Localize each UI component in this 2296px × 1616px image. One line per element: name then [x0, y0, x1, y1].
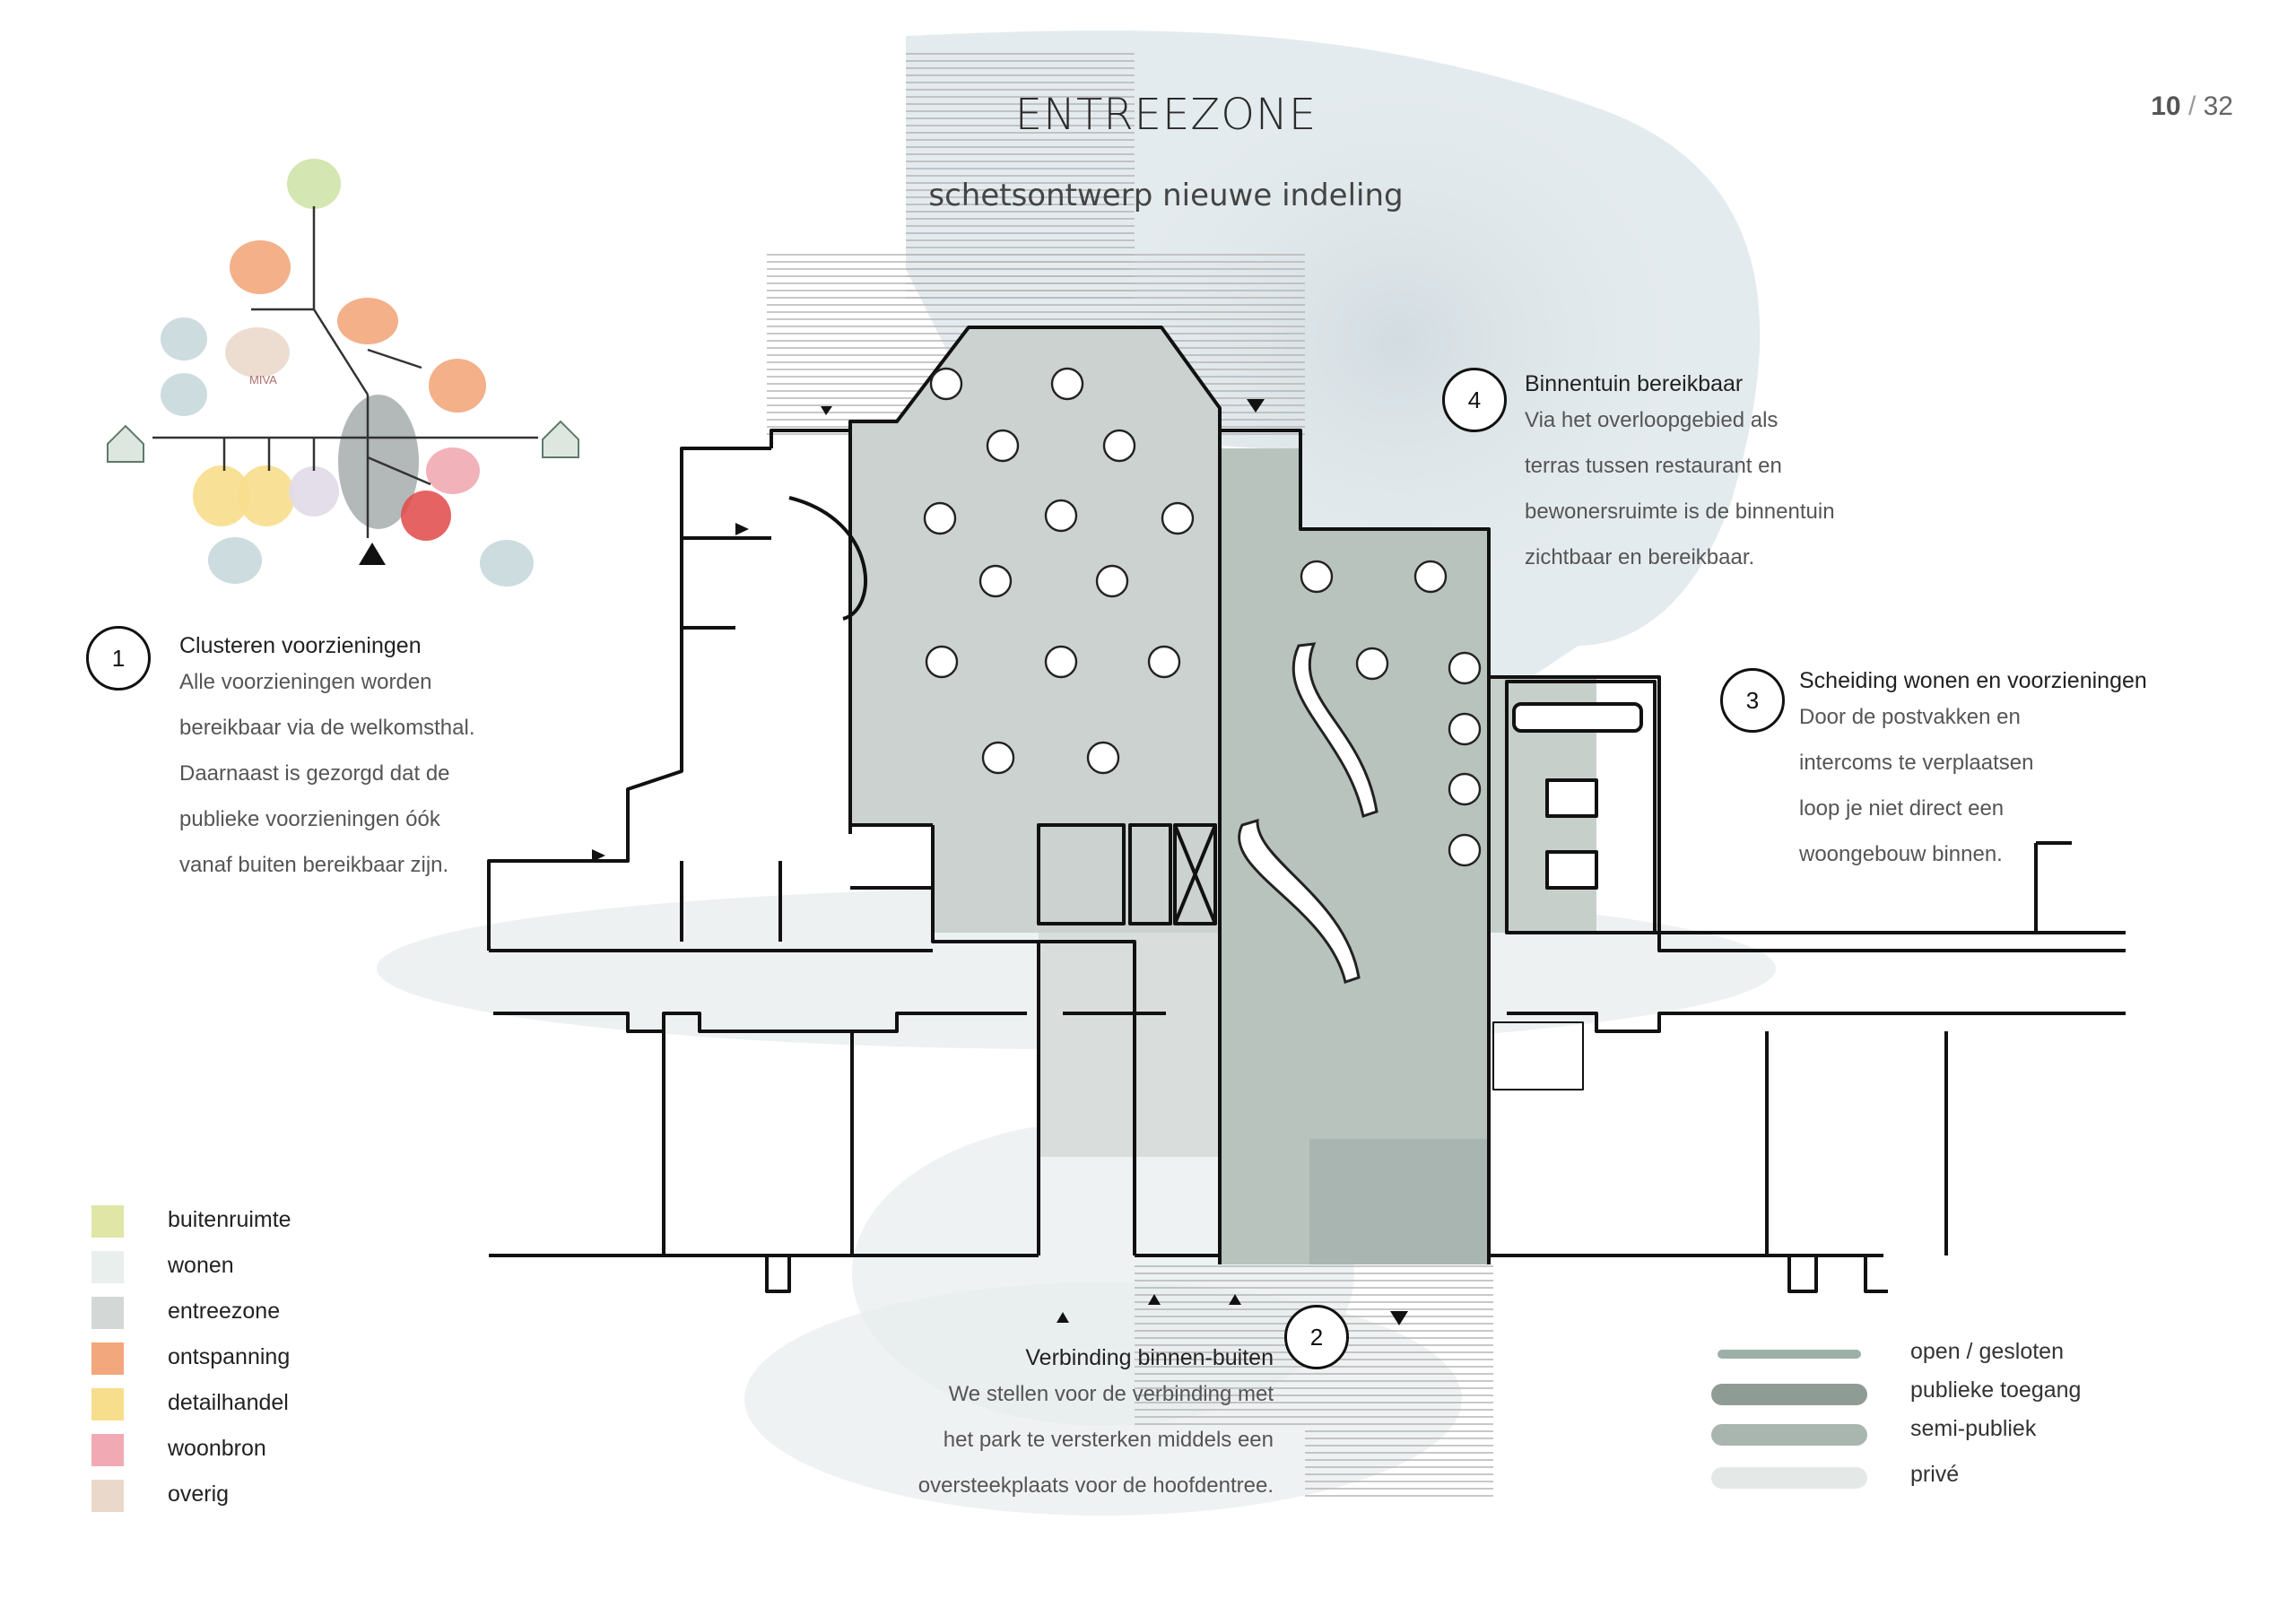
stroke-legend-label: publieke toegang [1910, 1377, 2082, 1403]
legend-swatch [91, 1388, 124, 1421]
note-2-marker: 2 [1284, 1305, 1349, 1369]
page-separator: / [2187, 91, 2196, 121]
note-2-line: We stellen voor de verbinding met [948, 1382, 1274, 1406]
legend-label: overig [168, 1481, 230, 1507]
note-3: Scheiding wonen en voorzieningen Door de… [1799, 668, 2147, 877]
page-title: ENTREEZONE [1014, 90, 1318, 140]
legend-label: detailhandel [168, 1390, 289, 1415]
stroke-legend-label: open / gesloten [1910, 1339, 2064, 1364]
note-4-line: bewonersruimte is de binnentuin [1525, 500, 1835, 524]
page-subtitle: schetsontwerp nieuwe indeling [928, 178, 1404, 213]
note-1-line: bereikbaar via de welkomsthal. [179, 716, 475, 740]
note-1: Clusteren voorzieningen Alle voorziening… [179, 633, 475, 888]
legend-swatch [91, 1205, 124, 1238]
note-4: Binnentuin bereikbaar Via het overloopge… [1525, 371, 1835, 580]
legend-swatch [91, 1434, 124, 1466]
note-2-heading: Verbinding binnen-buiten [1025, 1345, 1274, 1370]
legend-label: woonbron [168, 1436, 266, 1461]
legend-swatch [91, 1251, 124, 1283]
note-1-line: vanaf buiten bereikbaar zijn. [179, 853, 449, 877]
note-4-marker: 4 [1442, 368, 1507, 432]
legend-swatch [91, 1342, 124, 1375]
stroke-legend-label: semi-publiek [1910, 1416, 2037, 1441]
building-walls [487, 326, 2126, 1293]
entrance-arrows [592, 399, 1408, 1325]
hatch-bottom [1305, 1264, 1493, 1498]
legend-swatch [91, 1297, 124, 1329]
note-3-marker: 3 [1720, 668, 1785, 733]
hall-floor [1220, 448, 1489, 1264]
note-2-line: oversteekplaats voor de hoofdentree. [918, 1473, 1274, 1498]
stroke-legend-samples [1711, 1350, 1867, 1489]
note-1-line: Alle voorzieningen worden [179, 670, 432, 694]
legend-label: entreezone [168, 1299, 281, 1324]
cluster-diagram: MIVA [107, 159, 579, 586]
note-3-line: intercoms te verplaatsen [1799, 751, 2034, 775]
page-number: 10 / 32 [2090, 91, 2233, 122]
stroke-legend-label: privé [1910, 1462, 1960, 1487]
note-4-line: Via het overloopgebied als [1525, 408, 1779, 432]
note-1-line: publieke voorzieningen óók [179, 807, 440, 831]
note-3-line: Door de postvakken en [1799, 705, 2021, 729]
legend-label: wonen [168, 1253, 234, 1278]
restaurant-tables [923, 367, 1482, 867]
note-4-line: zichtbaar en bereikbaar. [1525, 545, 1755, 569]
miva-label: MIVA [249, 373, 277, 387]
note-1-marker: 1 [86, 626, 151, 691]
note-3-line: loop je niet direct een [1799, 796, 2005, 821]
legend-label: ontspanning [168, 1344, 291, 1369]
legend-label: buitenruimte [168, 1207, 291, 1232]
restaurant-floor [850, 327, 1220, 933]
note-1-line: Daarnaast is gezorgd dat de [179, 761, 450, 786]
note-2: Verbinding binnen-buiten We stellen voor… [807, 1345, 1274, 1508]
note-3-heading: Scheiding wonen en voorzieningen [1799, 668, 2147, 693]
note-2-line: het park te versterken middels een [943, 1428, 1274, 1452]
note-3-line: woongebouw binnen. [1799, 842, 2003, 866]
page-current: 10 [2151, 91, 2181, 121]
page-total: 32 [2203, 91, 2233, 121]
note-4-heading: Binnentuin bereikbaar [1525, 371, 1744, 396]
note-1-heading: Clusteren voorzieningen [179, 633, 422, 658]
legend-swatch [91, 1480, 124, 1512]
note-4-line: terras tussen restaurant en [1525, 454, 1782, 478]
